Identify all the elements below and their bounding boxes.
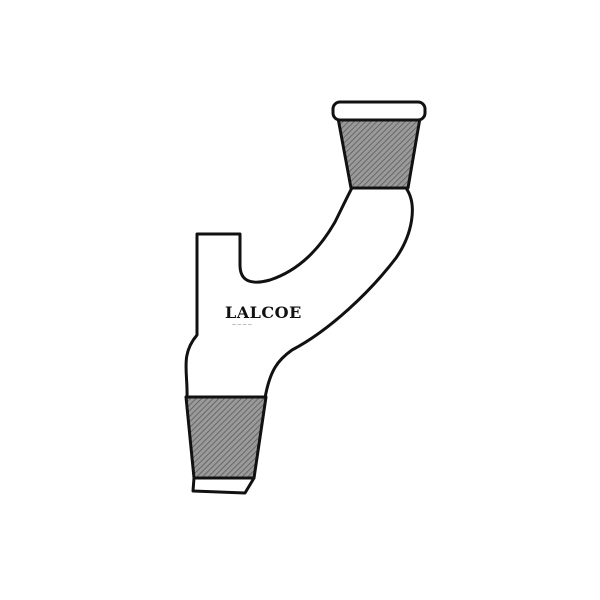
brand-logo-tagline: — — — — — [232, 322, 252, 327]
upper-joint-rim — [331, 100, 427, 122]
drip-tip — [191, 476, 256, 495]
adapter-glass-body — [184, 184, 414, 400]
brand-logo: LALCOE — — — — — [225, 303, 302, 327]
brand-logo-text: LALCOE — [225, 303, 302, 322]
upper-ground-joint — [336, 116, 422, 190]
lower-ground-joint — [184, 395, 268, 480]
